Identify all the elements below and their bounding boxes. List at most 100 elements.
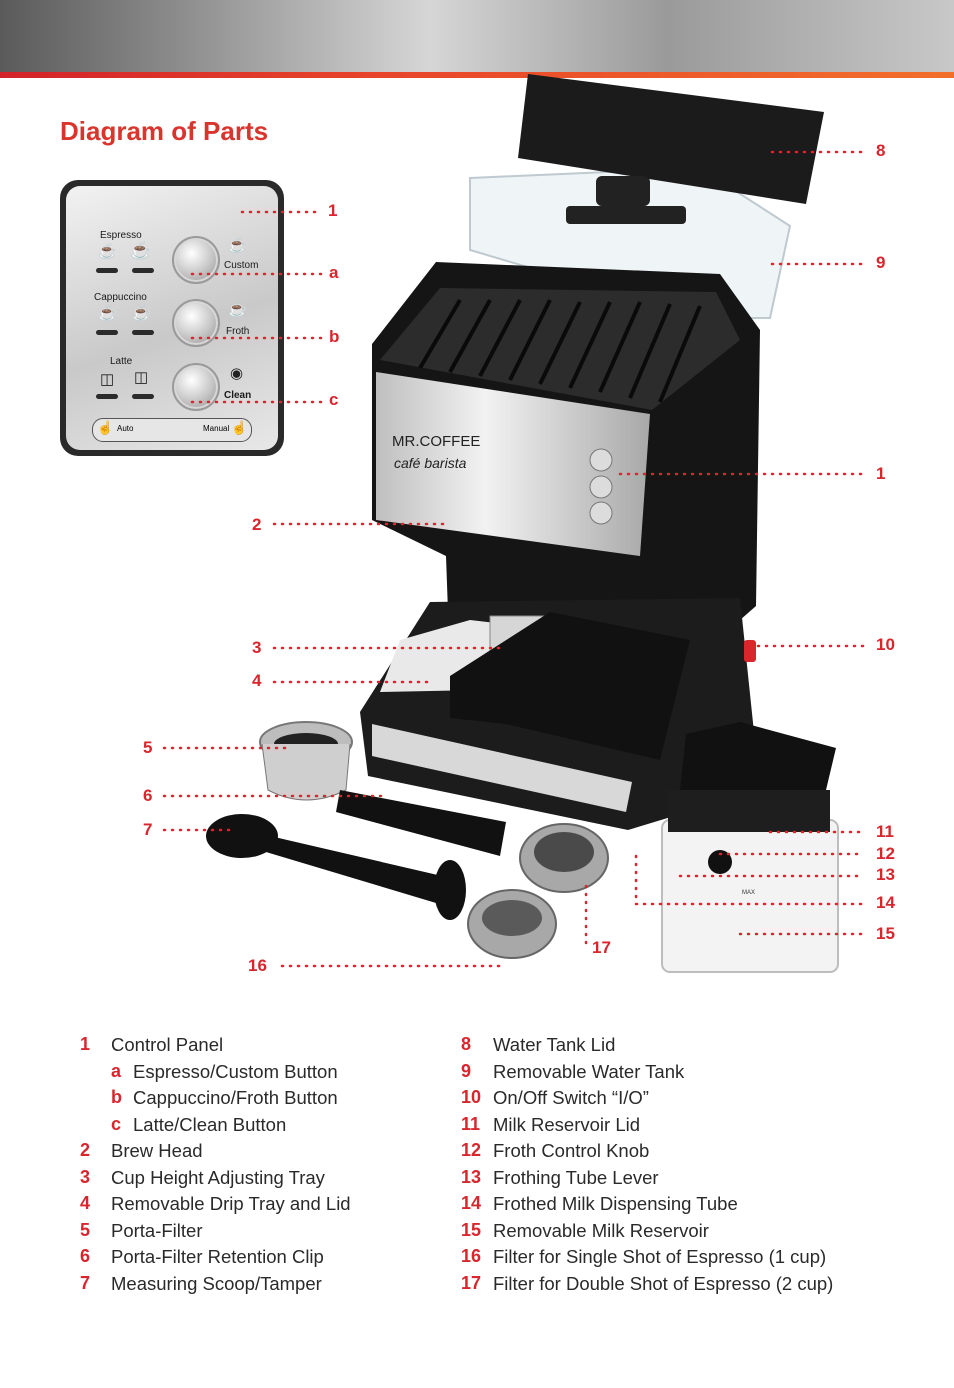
callout-16: 16 (248, 956, 267, 975)
legend-number: 7 (80, 1273, 91, 1293)
legend-text: Removable Water Tank (493, 1061, 685, 1082)
espresso-label: Espresso (100, 230, 142, 241)
callout-3: 3 (252, 638, 262, 657)
legend-number: 2 (80, 1140, 91, 1160)
legend-text: Latte/Clean Button (133, 1114, 287, 1135)
clean-drop-icon: ◉ (230, 365, 244, 382)
cappuccino-single-cup-icon: ☕ (98, 305, 117, 322)
machine-knob-1 (589, 448, 613, 472)
legend-text: Removable Drip Tray and Lid (111, 1193, 351, 1214)
legend-text: Removable Milk Reservoir (493, 1220, 709, 1241)
latte-single-glass-icon: ◫ (100, 371, 115, 388)
espresso-machine-illustration: MR.COFFEE café barista MAX (162, 74, 868, 973)
leader-lines (162, 150, 868, 968)
cappuccino-double-led (132, 330, 154, 335)
auto-label: Auto (117, 424, 134, 433)
manual-hand-icon: ☝ (231, 420, 248, 435)
legend-number: c (111, 1114, 122, 1134)
legend-text: Measuring Scoop/Tamper (111, 1273, 322, 1294)
callout-c: c (329, 390, 339, 409)
power-switch (744, 640, 756, 662)
cappuccino-froth-knob[interactable] (172, 299, 220, 347)
legend-number: 1 (80, 1034, 91, 1054)
cup-warmer-grille (380, 288, 740, 410)
latte-double-glass-icon: ◫ (134, 369, 149, 386)
lid-hinge (596, 176, 650, 206)
callout-11: 11 (876, 822, 894, 841)
legend-number: 14 (461, 1193, 482, 1213)
callout-4: 4 (252, 671, 262, 690)
froth-label: Froth (226, 326, 250, 337)
callout-1-inset: 1 (328, 201, 338, 220)
legend-text: Espresso/Custom Button (133, 1061, 338, 1082)
brew-head-housing (450, 612, 690, 760)
legend-text: Frothed Milk Dispensing Tube (493, 1193, 738, 1214)
callout-13: 13 (876, 865, 895, 884)
milk-reservoir-collar (668, 790, 830, 832)
froth-cup-icon: ☕ (228, 301, 247, 318)
callout-15: 15 (876, 924, 895, 943)
custom-label: Custom (224, 260, 259, 271)
legend-number: 10 (461, 1087, 482, 1107)
legend-text: Filter for Single Shot of Espresso (1 cu… (493, 1246, 827, 1267)
brand-sub-logo: café barista (394, 455, 467, 471)
manual-label: Manual (203, 424, 230, 433)
legend-number: 11 (461, 1114, 481, 1134)
machine-knob-2 (589, 475, 613, 499)
legend-number: 6 (80, 1246, 91, 1266)
legend-text: Milk Reservoir Lid (493, 1114, 641, 1135)
froth-control-knob (708, 850, 732, 874)
cappuccino-label: Cappuccino (94, 292, 147, 303)
latte-single-led (96, 394, 118, 399)
tamper-handle (266, 836, 446, 906)
callout-12: 12 (876, 844, 895, 863)
clean-label: Clean (224, 390, 252, 401)
water-tank-lid (518, 74, 824, 204)
espresso-single-cup-icon: ☕ (98, 243, 117, 260)
front-steel-panel (376, 372, 650, 556)
legend-text: Cappuccino/Froth Button (133, 1087, 338, 1108)
header-accent-stripe (0, 72, 954, 78)
legend-number: 9 (461, 1061, 472, 1081)
legend-number: 15 (461, 1220, 482, 1240)
grille-slats (418, 298, 702, 403)
cappuccino-single-led (96, 330, 118, 335)
latte-double-led (132, 394, 154, 399)
legend-number: 3 (80, 1167, 91, 1187)
legend-number: 5 (80, 1220, 91, 1240)
legend-text: Brew Head (111, 1140, 203, 1161)
legend-text: Control Panel (111, 1034, 224, 1055)
tamper-end (434, 860, 466, 920)
callout-9: 9 (876, 253, 886, 272)
espresso-single-led (96, 268, 118, 273)
lid-latch (566, 206, 686, 224)
legend-text: Porta-Filter (111, 1220, 203, 1241)
legend-number: 8 (461, 1034, 472, 1054)
legend-text: On/Off Switch “I/O” (493, 1087, 649, 1108)
header-banner (0, 0, 954, 72)
machine-knob-3 (589, 501, 613, 525)
callout-10: 10 (876, 635, 895, 654)
control-panel-face: Espresso ☕ ☕ ☕ Custom Cappuccino ☕ ☕ ☕ F… (66, 186, 278, 450)
custom-cup-icon: ☕ (228, 237, 247, 254)
brand-logo: MR.COFFEE (392, 433, 480, 450)
legend-text: Water Tank Lid (493, 1034, 616, 1055)
callout-8: 8 (876, 141, 886, 160)
callout-7: 7 (143, 820, 153, 839)
callout-17: 17 (592, 938, 611, 957)
auto-manual-bar: ☝ Auto Manual ☝ (92, 418, 252, 442)
callout-a: a (329, 263, 339, 282)
espresso-custom-knob[interactable] (172, 236, 220, 284)
latte-clean-knob[interactable] (172, 363, 220, 411)
measuring-scoop (206, 814, 278, 858)
page-title: Diagram of Parts (60, 116, 269, 146)
legend-text: Cup Height Adjusting Tray (111, 1167, 325, 1188)
espresso-double-led (132, 268, 154, 273)
drip-tray (372, 724, 632, 812)
milk-reservoir-body (661, 819, 839, 973)
milk-reservoir-lid (680, 722, 836, 790)
legend-text: Frothing Tube Lever (493, 1167, 659, 1188)
legend-number: 4 (80, 1193, 91, 1213)
legend-number: 17 (461, 1273, 482, 1293)
callout-6: 6 (143, 786, 153, 805)
